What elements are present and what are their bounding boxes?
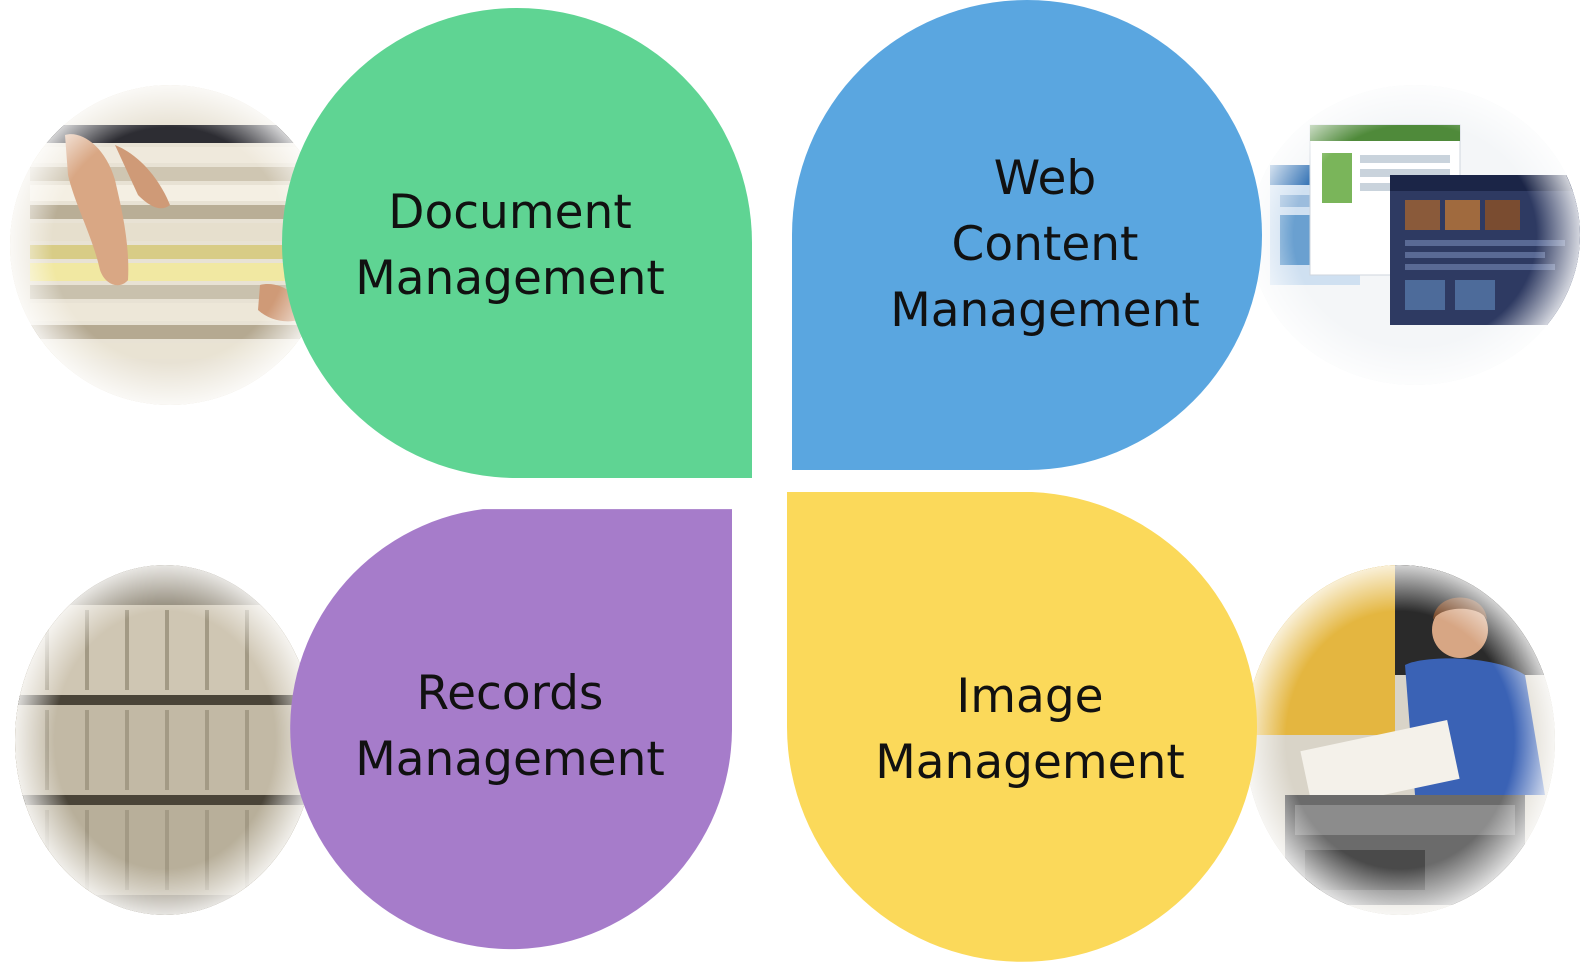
website-screens-photo	[1250, 85, 1580, 385]
document-management-petal	[282, 8, 752, 478]
document-management-label: Document Management	[275, 180, 745, 312]
image-management-petal	[787, 492, 1257, 962]
image-label-line2: Management	[875, 735, 1185, 790]
web-label-line3: Management	[890, 283, 1200, 338]
web-content-management-shape	[792, 0, 1262, 470]
web-label-line2: Content	[951, 217, 1139, 272]
web-content-management-label: Web Content Management	[810, 146, 1280, 344]
document-label-line2: Management	[355, 251, 665, 306]
records-management-shape	[290, 509, 732, 950]
image-label-line1: Image	[956, 669, 1104, 724]
records-label-line2: Management	[355, 732, 665, 787]
document-management-shape	[282, 8, 752, 478]
image-management-shape	[787, 492, 1257, 962]
web-content-management-petal	[792, 0, 1262, 470]
image-management-label: Image Management	[795, 664, 1265, 796]
web-label-line1: Web	[993, 151, 1097, 206]
records-management-label: Records Management	[275, 661, 745, 793]
records-management-petal	[290, 509, 732, 950]
records-label-line1: Records	[416, 666, 604, 721]
woman-scanning-photo	[1245, 565, 1555, 915]
stack-of-files-photo	[10, 85, 330, 405]
document-label-line1: Document	[388, 185, 632, 240]
